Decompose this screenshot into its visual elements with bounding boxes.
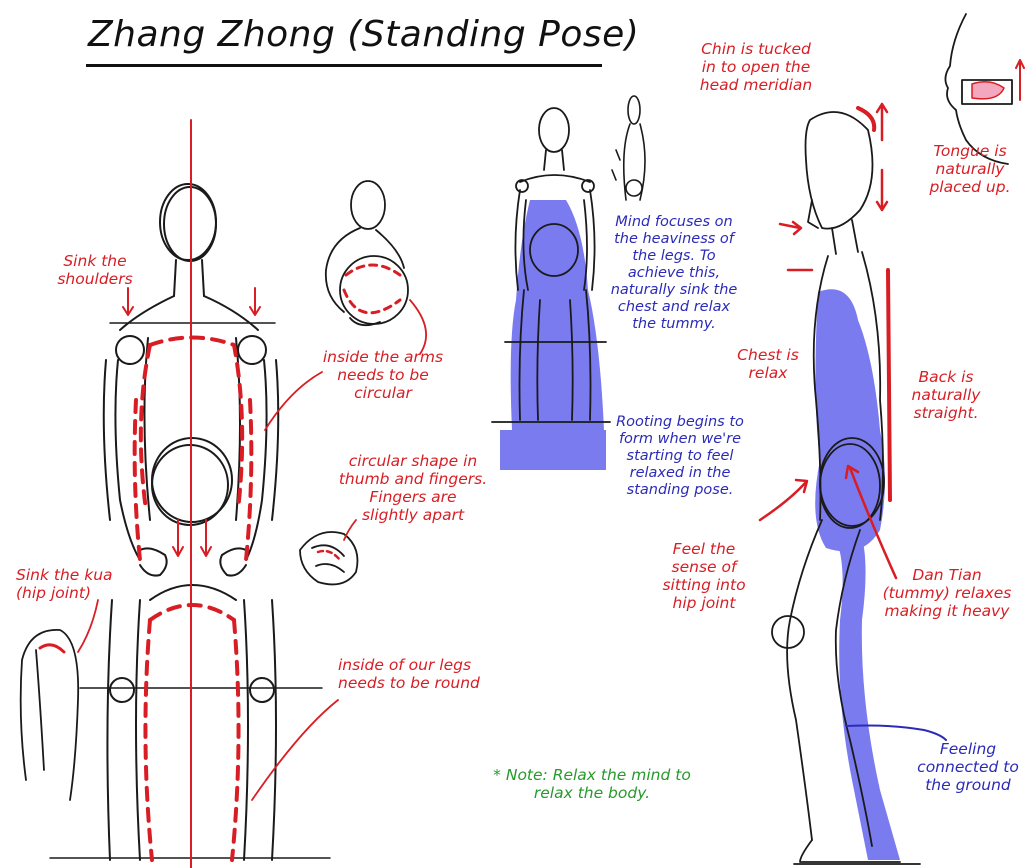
- label-feeling-ground: Feeling connected to the ground: [910, 740, 1026, 794]
- label-sink-kua: Sink the kua (hip joint): [16, 566, 136, 602]
- label-chin: Chin is tucked in to open the head merid…: [688, 40, 824, 94]
- hip-joint-sketch: [21, 630, 79, 800]
- label-circular-shape: circular shape in thumb and fingers. Fin…: [330, 452, 496, 524]
- arm-circle-sketch: [326, 181, 426, 354]
- label-chest: Chest is relax: [728, 346, 808, 382]
- label-back: Back is naturally straight.: [898, 368, 994, 422]
- label-tongue: Tongue is naturally placed up.: [920, 142, 1020, 196]
- label-mind-focuses: Mind focuses on the heaviness of the leg…: [606, 214, 742, 333]
- label-rooting: Rooting begins to form when we're starti…: [612, 414, 748, 499]
- label-inside-legs: inside of our legs needs to be round: [338, 656, 498, 692]
- label-inside-arms: inside the arms needs to be circular: [318, 348, 448, 402]
- label-note: * Note: Relax the mind to relax the body…: [474, 766, 710, 802]
- label-feel-sitting: Feel the sense of sitting into hip joint: [652, 540, 756, 612]
- label-sink-shoulders: Sink the shoulders: [40, 252, 150, 288]
- hand-sketch: [300, 520, 358, 584]
- label-dan-tian: Dan Tian (tummy) relaxes making it heavy: [872, 566, 1022, 620]
